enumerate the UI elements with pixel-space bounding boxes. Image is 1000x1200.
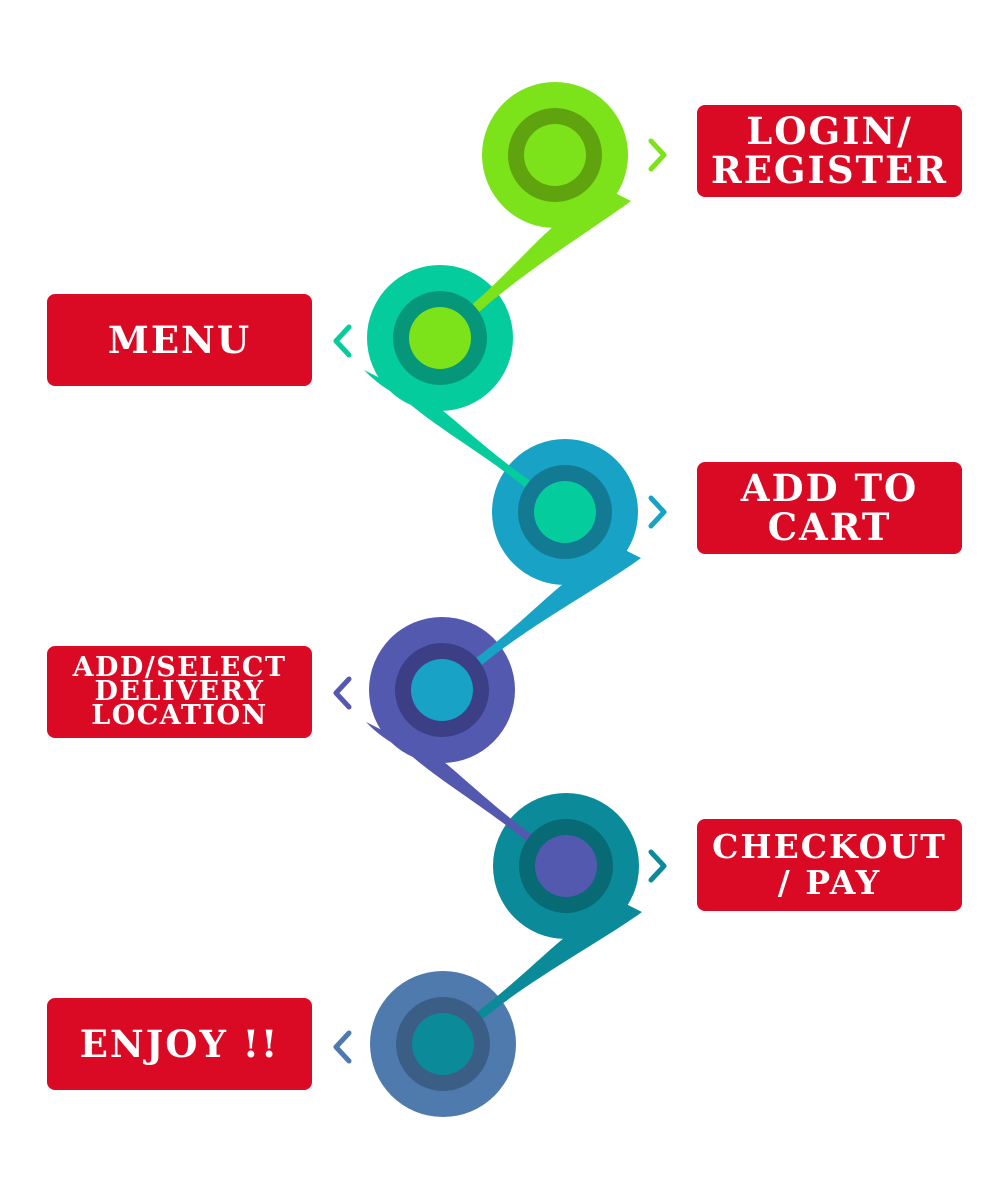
connector-tail [439, 898, 642, 1054]
step-label-text: MENU [107, 317, 252, 362]
step-label-checkout-pay: CHECKOUT / PAY [697, 819, 962, 911]
step-label-enjoy: ENJOY !! [47, 998, 312, 1090]
step-node-inner [535, 835, 597, 897]
step-node-inner [524, 124, 586, 186]
connector-tail [364, 370, 569, 522]
step-label-text: LOGIN/ REGISTER [710, 109, 949, 192]
step-label-login-register: LOGIN/ REGISTER [697, 105, 962, 197]
step-label-text: CHECKOUT / PAY [712, 826, 947, 902]
step-label-delivery-location: ADD/SELECT DELIVERY LOCATION [47, 646, 312, 738]
connector-tail [436, 187, 631, 348]
chevron-left-icon [333, 1030, 352, 1064]
connector-tail [366, 722, 570, 876]
step-label-text: ENJOY !! [79, 1021, 280, 1066]
connector-tail [438, 544, 641, 700]
chevron-left-icon [333, 676, 352, 710]
chevron-left-icon [333, 324, 352, 358]
step-label-menu: MENU [47, 294, 312, 386]
step-node-inner [409, 307, 471, 369]
step-node-inner [412, 1013, 474, 1075]
step-label-add-to-cart: ADD TO CART [697, 462, 962, 554]
step-node-inner [534, 481, 596, 543]
step-node-inner [411, 659, 473, 721]
chevron-right-icon [648, 138, 667, 172]
step-label-text: ADD/SELECT DELIVERY LOCATION [72, 652, 287, 731]
step-label-text: ADD TO CART [740, 466, 919, 549]
chevron-right-icon [648, 849, 667, 883]
chevron-right-icon [648, 495, 667, 529]
